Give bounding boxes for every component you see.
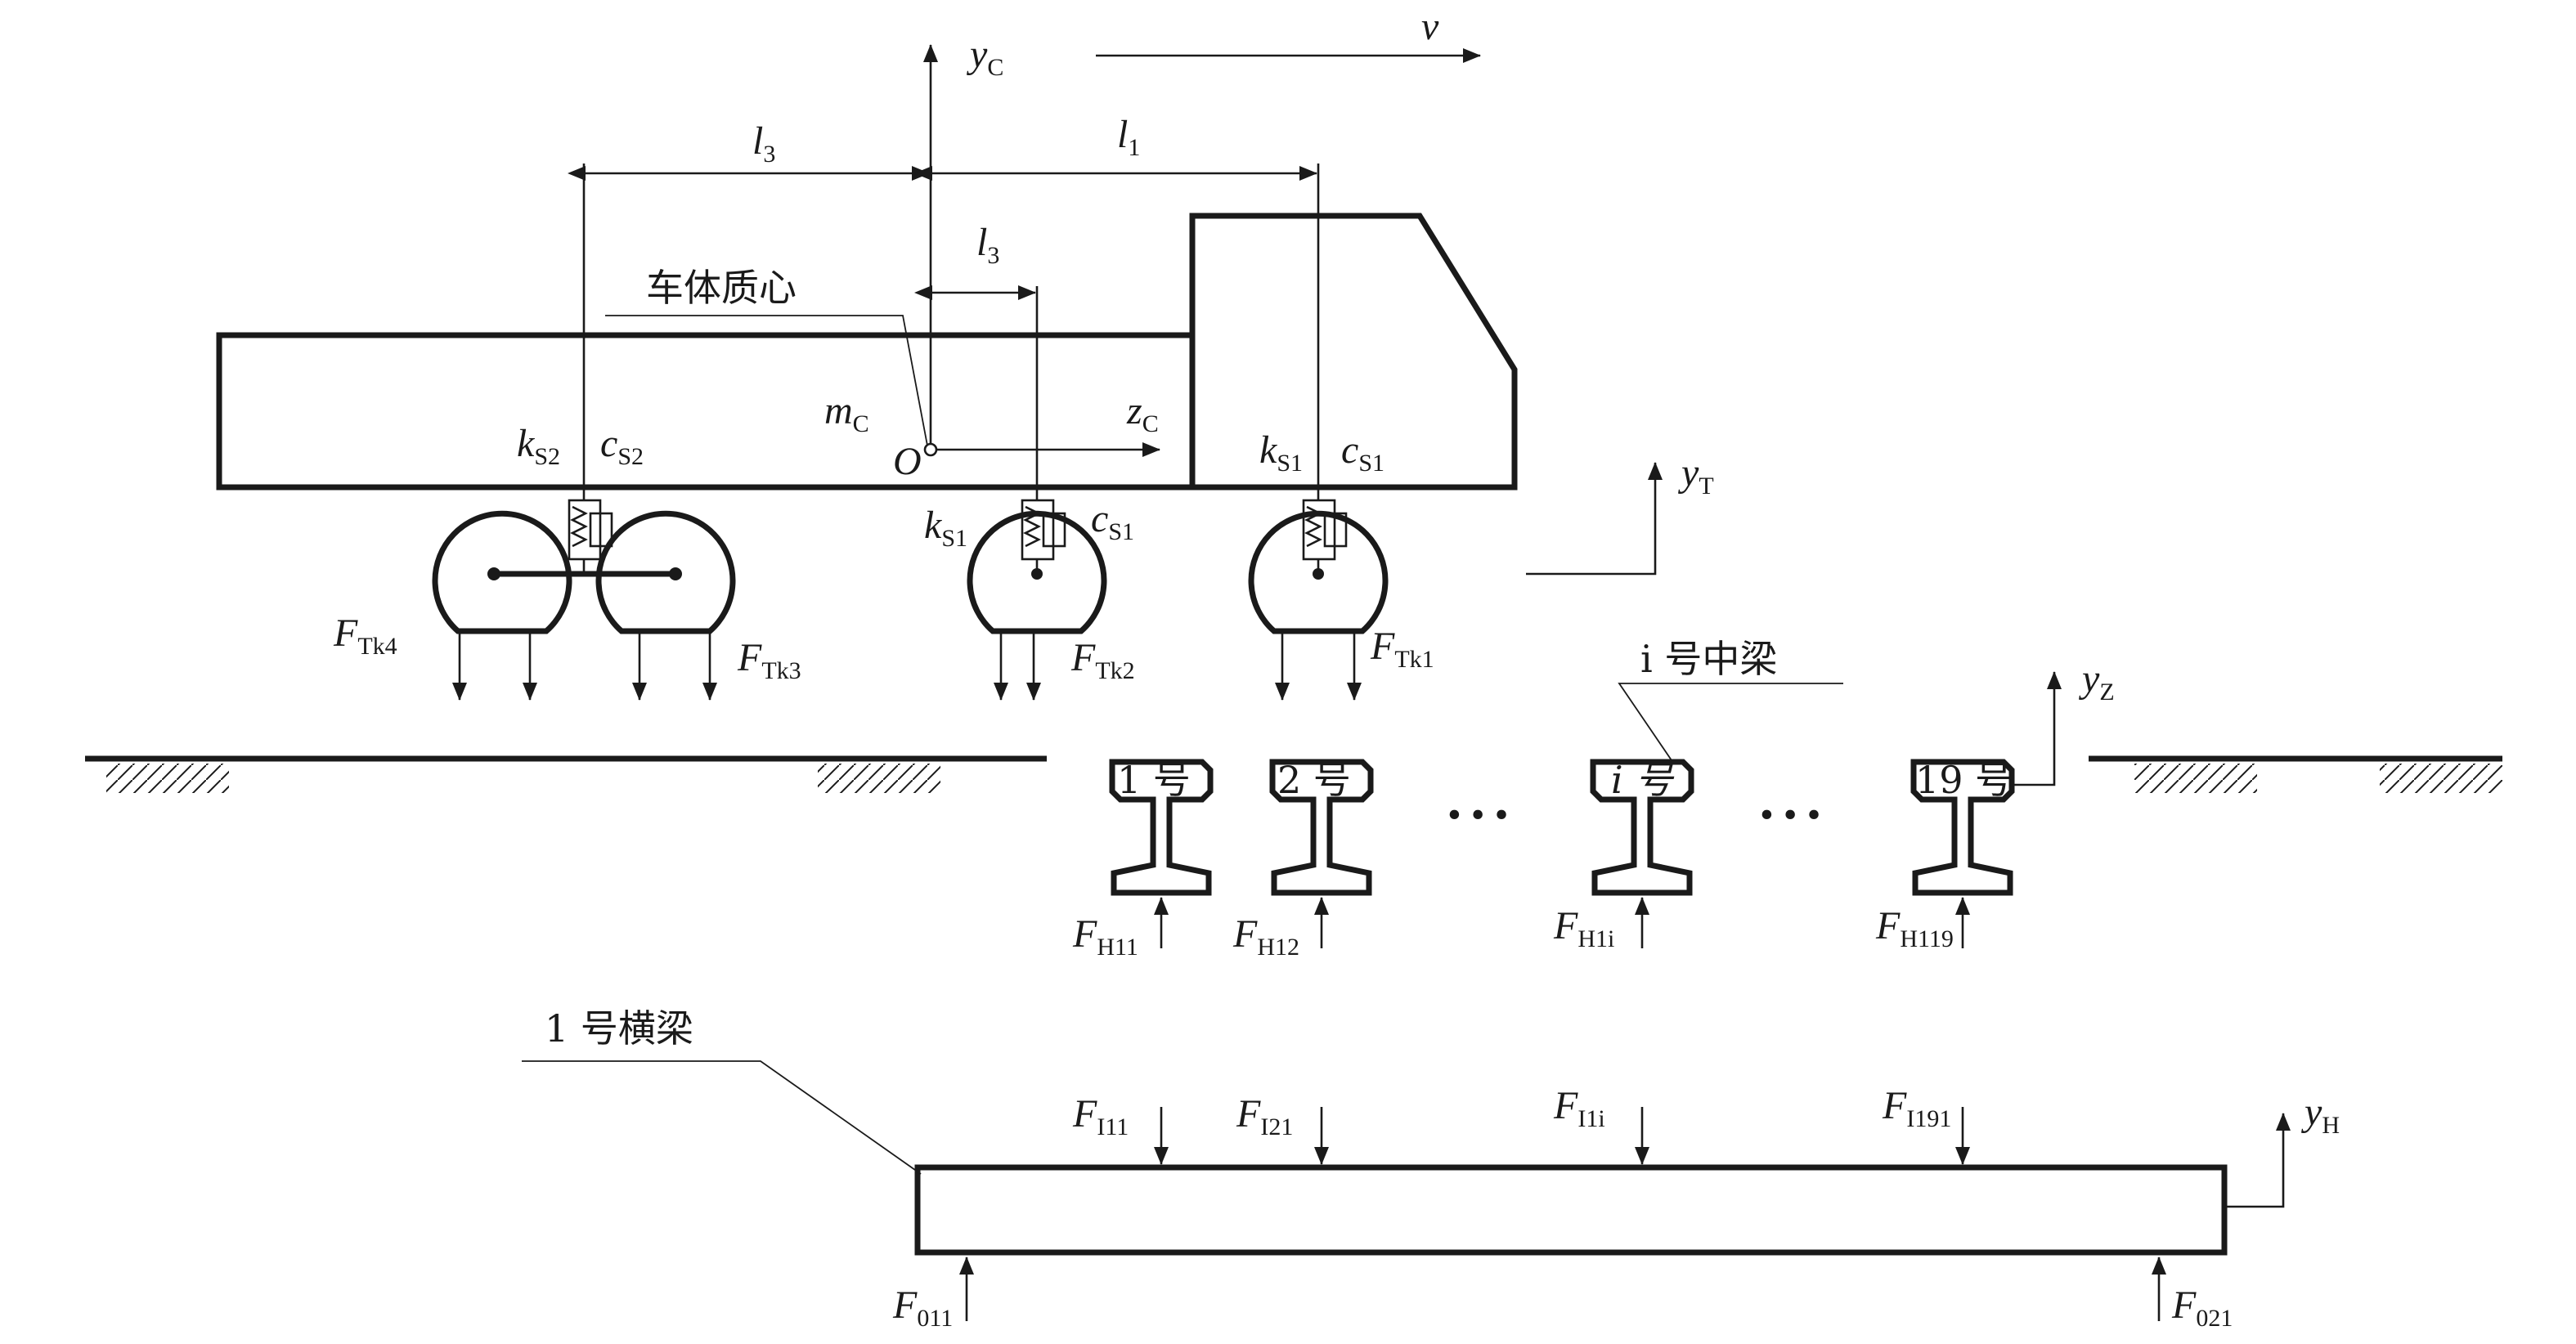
- label-FH12: FH12: [1232, 912, 1299, 961]
- cross-beam-1: [914, 1164, 2228, 1256]
- label-kS2: kS2: [517, 422, 560, 470]
- label-cross-beam-1: 1 号横梁: [545, 1006, 693, 1051]
- label-yZ: yZ: [2078, 657, 2115, 706]
- label-girder-1: 1 号: [1117, 758, 1191, 802]
- dimension-lines: [568, 164, 1320, 500]
- cross-beam-load-arrows: [1154, 1107, 1970, 1165]
- label-FH11: FH11: [1072, 912, 1138, 961]
- label-v: v: [1421, 5, 1439, 48]
- middle-wheel: [967, 510, 1107, 634]
- label-origin: O: [893, 440, 922, 483]
- girder-2: [1269, 759, 1374, 896]
- label-FH119: FH119: [1875, 904, 1954, 952]
- rear-bogie-wheels: [432, 510, 736, 634]
- wheel-force-arrows: [452, 631, 1362, 701]
- label-FI191: FI191: [1882, 1084, 1951, 1132]
- label-FI11: FI11: [1072, 1092, 1129, 1140]
- car-body: [216, 213, 1518, 491]
- label-girder-i: i 号: [1611, 758, 1674, 802]
- cross-beam-leader: [522, 1060, 922, 1175]
- label-yC: yC: [966, 33, 1003, 81]
- car-coordinate-axes: [923, 44, 1160, 457]
- label-FI21: FI21: [1236, 1092, 1293, 1140]
- label-cS1-mid: cS1: [1091, 497, 1134, 545]
- label-FI1i: FI1i: [1553, 1084, 1605, 1132]
- label-F011: F011: [892, 1284, 953, 1332]
- yZ-axis: [2013, 671, 2062, 786]
- label-FTk2: FTk2: [1070, 636, 1135, 684]
- label-cS2: cS2: [600, 422, 644, 470]
- girder-i: [1590, 759, 1694, 896]
- label-body-cg: 车体质心: [646, 266, 797, 310]
- label-mC: mC: [824, 389, 869, 437]
- girder-1: [1109, 759, 1214, 896]
- yT-axis: [1526, 462, 1663, 576]
- label-girder-2: 2 号: [1277, 758, 1351, 802]
- label-FTk4: FTk4: [333, 612, 397, 660]
- label-kS1-mid: kS1: [924, 504, 967, 552]
- cross-beam-support-arrows: [959, 1257, 2166, 1321]
- ground-left: [85, 755, 1047, 793]
- label-FTk3: FTk3: [737, 636, 801, 684]
- label-l3-top: l3: [752, 119, 775, 168]
- girder-19: [1910, 759, 2015, 896]
- label-zC: zC: [1126, 389, 1159, 437]
- suspension-rear: [568, 499, 613, 572]
- ellipsis-right: • • •: [1760, 793, 1820, 836]
- mid-beam-leader: [1618, 683, 1843, 761]
- label-l3-mid: l3: [976, 221, 999, 269]
- label-yT: yT: [1677, 451, 1714, 500]
- label-mid-beam-i: i 号中梁: [1640, 637, 1777, 681]
- cg-leader-line: [605, 315, 928, 446]
- front-wheel: [1248, 510, 1389, 634]
- label-yH: yH: [2300, 1091, 2340, 1139]
- label-FTk1: FTk1: [1370, 625, 1434, 673]
- yH-axis: [2224, 1113, 2291, 1208]
- label-kS1-front: kS1: [1259, 428, 1303, 477]
- label-F021: F021: [2171, 1284, 2233, 1332]
- label-l1: l1: [1117, 113, 1140, 161]
- girder-reaction-arrows: [1154, 897, 1970, 948]
- label-cS1-front: cS1: [1341, 428, 1384, 477]
- label-FH1i: FH1i: [1553, 904, 1614, 952]
- label-girder-19: 19 号: [1915, 758, 2013, 802]
- ground-right: [2089, 755, 2502, 793]
- ellipsis-left: • • •: [1447, 793, 1508, 836]
